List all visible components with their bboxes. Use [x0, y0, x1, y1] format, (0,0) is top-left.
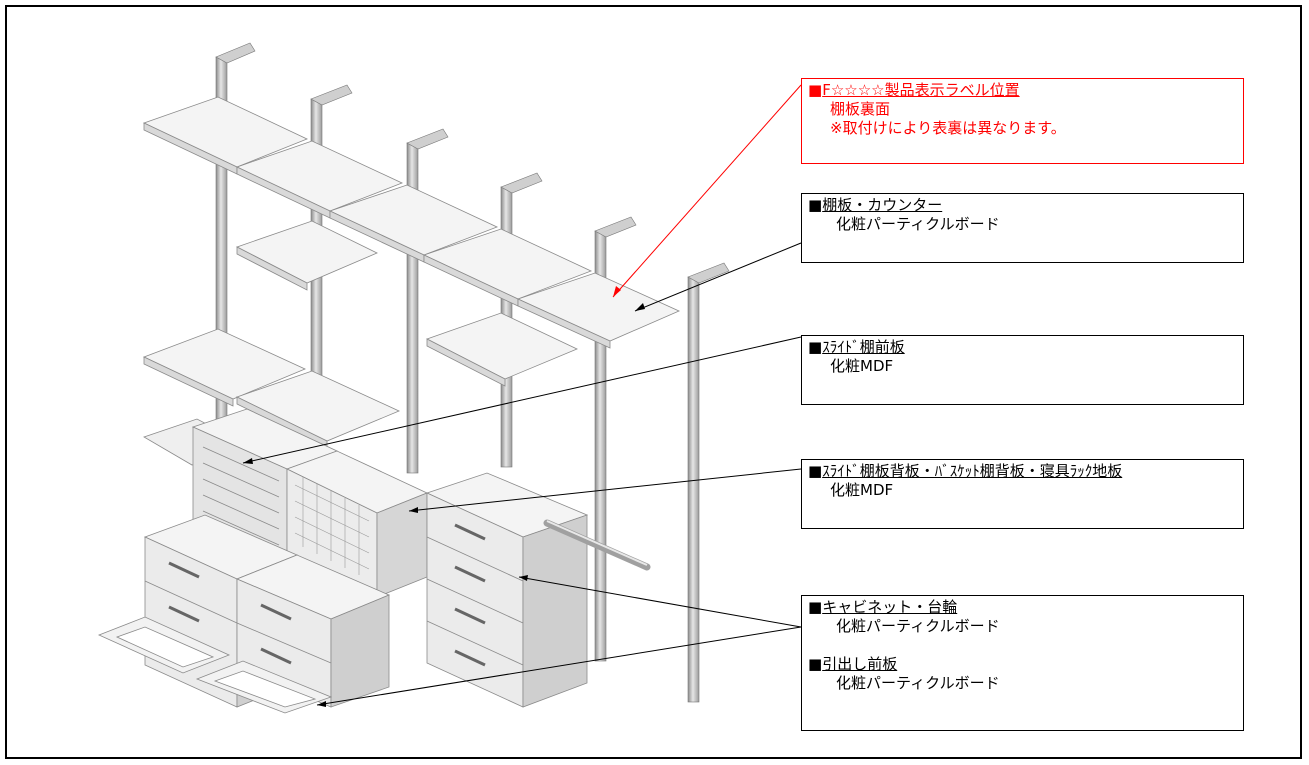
callout-title: キャビネット・台輪: [822, 598, 958, 616]
wall-post-bracket: [406, 128, 449, 150]
leader-line-slide-front: [242, 336, 802, 464]
callout-title: ｽﾗｲﾄﾞ棚板背板・ﾊﾞｽｹｯﾄ棚背板・寝具ﾗｯｸ地板: [822, 462, 1123, 480]
arrowhead-icon: [519, 575, 528, 581]
callout-title: ｽﾗｲﾄﾞ棚前板: [822, 338, 905, 356]
arrowhead-icon: [635, 303, 645, 311]
callout-title: F☆☆☆☆製品表示ラベル位置: [822, 81, 1020, 99]
square-bullet-icon: ■: [808, 655, 823, 673]
shelves: [142, 96, 680, 466]
leader-line-label: [612, 84, 802, 298]
arrowhead-icon: [317, 701, 326, 707]
callout-line: 化粧パーティクルボード: [836, 215, 1000, 233]
square-bullet-icon: ■: [808, 338, 823, 356]
callout-cabinet: ■キャビネット・台輪 化粧パーティクルボード ■引出し前板 化粧パーティクルボー…: [801, 595, 1244, 731]
callout-title: 引出し前板: [822, 655, 898, 673]
callout-label-position: ■F☆☆☆☆製品表示ラベル位置 棚板裏面 ※取付けにより表裏は異なります。: [801, 78, 1244, 164]
wall-post-bracket: [594, 216, 637, 238]
wall-post-bracket: [500, 172, 543, 194]
closet-system-illustration: [97, 42, 802, 714]
callout-line: ※取付けにより表裏は異なります。: [830, 119, 1066, 137]
hanger-pipe: [543, 519, 651, 571]
wall-post: [687, 276, 700, 703]
callout-line: 化粧パーティクルボード: [836, 617, 1000, 635]
callout-title: 棚板・カウンター: [822, 196, 943, 214]
callout-line: 棚板裏面: [830, 100, 891, 118]
leader-line-slide-back: [408, 468, 802, 512]
leader-lines: [242, 84, 802, 707]
arrowhead-icon: [409, 507, 418, 513]
callout-shelf-counter: ■棚板・カウンター 化粧パーティクルボード: [801, 193, 1244, 263]
shelf-edge: [517, 298, 611, 349]
square-bullet-icon: ■: [808, 462, 823, 480]
wall-post-bracket: [687, 262, 730, 284]
callout-slide-back: ■ｽﾗｲﾄﾞ棚板背板・ﾊﾞｽｹｯﾄ棚背板・寝具ﾗｯｸ地板 化粧MDF: [801, 459, 1244, 529]
leader-line-cabinet: [518, 576, 802, 628]
shelf-edge: [236, 246, 308, 291]
shelf-edge: [143, 356, 234, 407]
leader-line-shelf: [634, 242, 802, 312]
square-bullet-icon: ■: [808, 81, 823, 99]
shelf-edge: [426, 338, 506, 387]
square-bullet-icon: ■: [808, 598, 823, 616]
callout-line: 化粧MDF: [830, 481, 894, 499]
wall-post-bracket: [215, 42, 256, 64]
plinth-frames: [97, 616, 333, 714]
callout-slide-front: ■ｽﾗｲﾄﾞ棚前板 化粧MDF: [801, 335, 1244, 405]
diagram-frame: ■F☆☆☆☆製品表示ラベル位置 棚板裏面 ※取付けにより表裏は異なります。 ■棚…: [5, 5, 1302, 759]
square-bullet-icon: ■: [808, 196, 823, 214]
arrowhead-icon: [613, 286, 621, 297]
callout-line: 化粧パーティクルボード: [836, 674, 1000, 692]
arrowhead-icon: [243, 458, 253, 464]
cabinet-right: [425, 472, 589, 708]
leader-line-plinth: [316, 626, 802, 706]
callout-line: 化粧MDF: [830, 357, 894, 375]
wall-post-bracket: [310, 84, 353, 106]
